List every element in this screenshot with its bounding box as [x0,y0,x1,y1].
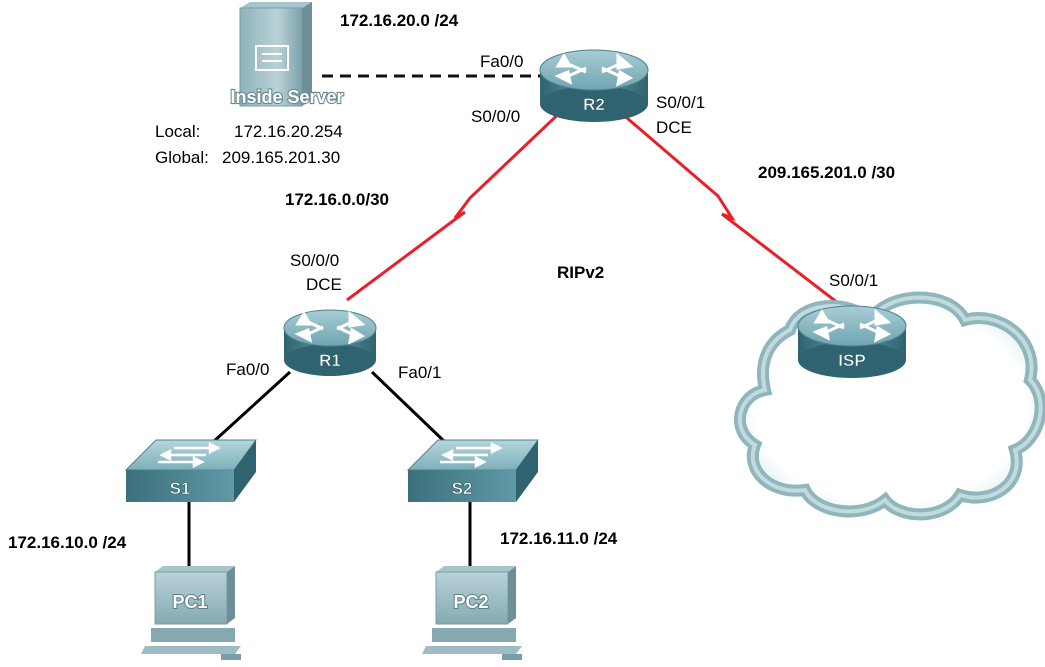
switch-s1[interactable]: S1 [124,439,257,502]
r2-isp-serial-link [619,110,839,305]
r1-s2-ethernet-link [370,370,448,445]
switch-s2[interactable]: S2 [406,439,539,502]
r1-s1-ethernet-link [210,370,292,445]
server-local-ip: 172.16.20.254 [234,122,343,141]
router-arrows-icon [294,310,366,345]
server-global-label: Global: [155,148,209,167]
server-local-label: Local: [155,122,200,141]
switch-arrows-icon [440,441,503,469]
r1-fa01-interface-label: Fa0/1 [398,363,441,382]
router-isp-label: ISP [838,351,865,370]
server-global-ip: 209.165.201.30 [222,148,340,167]
r1-fa00-interface-label: Fa0/0 [226,360,269,379]
r2-s001-dce-label: DCE [656,118,692,137]
pc1[interactable] [141,566,241,660]
r2-s000-interface-label: S0/0/0 [471,107,520,126]
r2-fa00-interface-label: Fa0/0 [480,52,523,71]
r1-r2-network-label: 172.16.0.0/30 [285,190,389,209]
pc1-label: PC1 [172,592,207,612]
routing-protocol-label: RIPv2 [557,263,604,282]
r1-s000-dce-label: DCE [306,275,342,294]
inside-server-label: Inside Server [230,87,343,107]
isp-s001-interface-label: S0/0/1 [829,271,878,290]
server-panel-icon [255,45,289,71]
r2-s001-interface-label: S0/0/1 [656,93,705,112]
router-arrows-icon [812,308,892,343]
s1-lan-network-label: 172.16.10.0 /24 [8,533,127,552]
router-isp[interactable]: ISP [797,305,907,378]
switch-s1-label: S1 [170,479,191,498]
router-r2[interactable]: R2 [539,49,649,122]
inside-server[interactable] [239,2,312,107]
router-r1[interactable]: R1 [283,309,377,376]
switch-arrows-icon [158,441,221,469]
r2-isp-network-label: 209.165.201.0 /30 [758,163,895,182]
s2-lan-network-label: 172.16.11.0 /24 [500,529,618,548]
r1-s000-interface-label: S0/0/0 [290,251,339,270]
router-r1-label: R1 [319,351,341,370]
r2-r1-serial-link [346,102,571,302]
switch-s2-label: S2 [452,479,473,498]
pc2-label: PC2 [453,592,488,612]
router-r2-label: R2 [583,95,605,114]
server-lan-network-label: 172.16.20.0 /24 [340,11,459,30]
router-arrows-icon [554,52,634,87]
pc2[interactable] [422,566,522,660]
